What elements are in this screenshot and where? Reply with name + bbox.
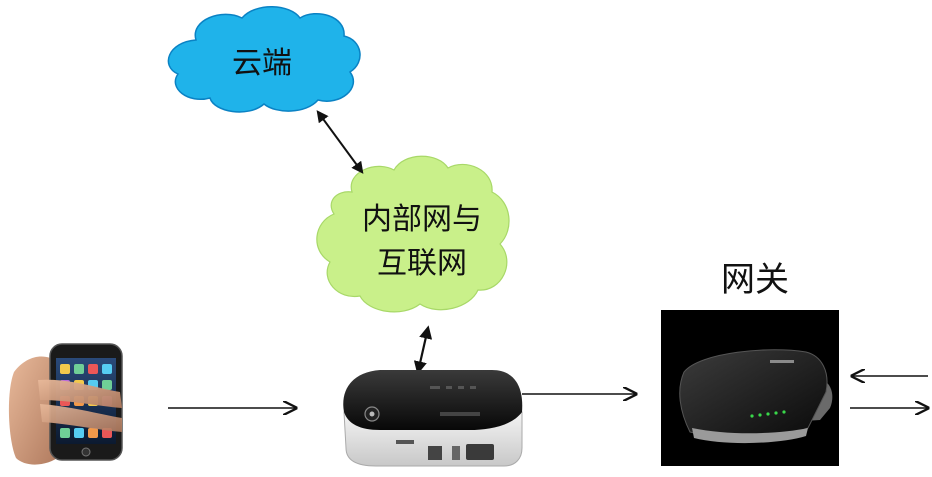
cloud-label: 云端 bbox=[232, 46, 292, 81]
gateway-label: 网关 bbox=[721, 260, 789, 300]
arrow-cloud-network bbox=[316, 110, 364, 174]
network-cloud-shape bbox=[316, 155, 510, 313]
cloud-shape bbox=[167, 6, 361, 113]
hub-device-image bbox=[343, 370, 523, 467]
network-label-line1: 内部网与 bbox=[362, 202, 482, 237]
network-label-line2: 互联网 bbox=[377, 246, 467, 281]
gateway-router-image bbox=[661, 310, 839, 466]
arrow-network-hub bbox=[413, 325, 433, 375]
phone-in-hand-image bbox=[8, 343, 123, 465]
